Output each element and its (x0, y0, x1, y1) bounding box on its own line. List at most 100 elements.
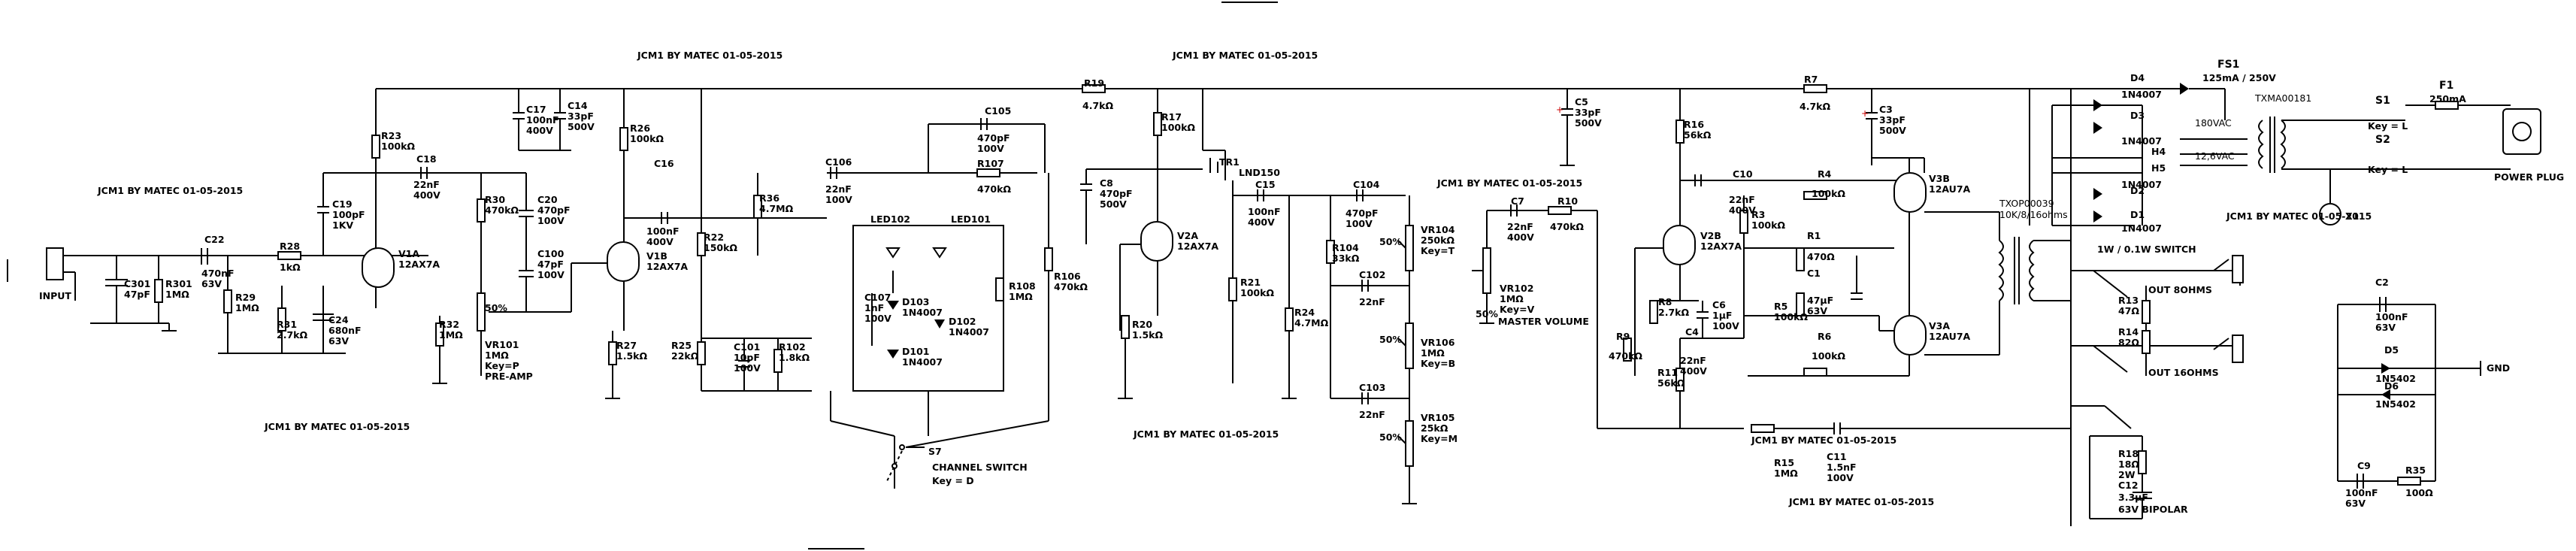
r36-name: R36 (759, 192, 779, 204)
c105-name: C105 (985, 105, 1011, 117)
c20-name: C20 (537, 194, 558, 205)
r301-value: 1MΩ (165, 289, 189, 300)
c18-value: 22nF (413, 179, 440, 190)
r3-name: R3 (1751, 209, 1765, 220)
v1b-name: V1B (646, 250, 667, 262)
r1-name: R1 (1807, 230, 1821, 241)
vr106-value: 1MΩ (1421, 347, 1445, 359)
vr104-key: Key=T (1421, 245, 1455, 256)
led101-label: LED101 (951, 213, 991, 225)
r18-value: 18Ω (2118, 459, 2139, 470)
d102-value: 1N4007 (949, 326, 989, 338)
r8-name: R8 (1658, 296, 1672, 307)
c101-value: 10pF (734, 352, 760, 363)
r28-value: 1kΩ (280, 262, 301, 273)
d102-name: D102 (949, 316, 976, 327)
c19-value: 100pF (332, 209, 365, 220)
svg-text:+: + (1861, 108, 1869, 119)
c14-name: C14 (568, 100, 588, 111)
r19-value: 4.7kΩ (1082, 100, 1113, 111)
r21-name: R21 (1240, 277, 1261, 288)
c105-value: 470pF (977, 132, 1010, 144)
d5-name: D5 (2384, 344, 2399, 356)
c9-value: 100nF (2345, 487, 2378, 498)
c22-voltage: 63V (201, 278, 222, 289)
s2-key: Key = L (2368, 164, 2408, 175)
c3-voltage: 500V (1879, 125, 1906, 136)
r24-name: R24 (1294, 307, 1315, 318)
c15-name: C15 (1255, 179, 1276, 190)
vr106-name: VR106 (1421, 337, 1455, 348)
stamp-6: JCM1 BY MATEC 01-05-2015 (1436, 177, 1582, 189)
c19-name: C19 (332, 198, 353, 210)
heater-circuit (2337, 297, 2481, 489)
out-16ohm-label: OUT 16OHMS (2148, 367, 2219, 378)
r13-name: R13 (2118, 295, 2139, 306)
c6-value: 1µF (1712, 310, 1732, 321)
gnd-label: GND (2487, 362, 2510, 374)
c100-value: 47pF (537, 259, 564, 270)
f1-value: 250mA (2429, 93, 2466, 104)
c16-name: C16 (654, 158, 674, 169)
r23-name: R23 (381, 130, 401, 141)
stamp-9: JCM1 BY MATEC 01-05-2015 (2226, 210, 2372, 222)
out-8ohm-label: OUT 8OHMS (2148, 284, 2212, 295)
output-section (2089, 255, 2244, 519)
channel-switch-area (827, 118, 1053, 489)
r6-value: 100kΩ (1812, 350, 1845, 362)
c103-value: 22nF (1359, 409, 1385, 420)
stamp-4: JCM1 BY MATEC 01-05-2015 (264, 421, 410, 432)
cap-c5: + (1556, 89, 1573, 158)
r8-value: 2.7kΩ (1658, 307, 1689, 318)
c9-voltage: 63V (2345, 498, 2366, 509)
r7-name: R7 (1804, 74, 1818, 85)
vr104-value: 250kΩ (1421, 235, 1454, 246)
vr106-pct: 50% (1379, 334, 1402, 345)
output-transformer (1998, 212, 2240, 407)
s7-label: S7 (928, 446, 942, 457)
r107-name: R107 (977, 158, 1004, 169)
r9-value: 470kΩ (1609, 350, 1642, 362)
v3b-name: V3B (1929, 173, 1950, 184)
c4-voltage: 400V (1680, 365, 1707, 377)
c301-value: 47pF (124, 289, 150, 300)
d101-name: D101 (902, 346, 929, 357)
d6-name: D6 (2384, 380, 2399, 392)
r19-name: R19 (1084, 77, 1104, 89)
stamp-5: JCM1 BY MATEC 01-05-2015 (1133, 428, 1279, 440)
c2-voltage: 63V (2375, 322, 2396, 333)
r31-value: 2.7kΩ (277, 329, 307, 341)
v2a-name: V2A (1177, 230, 1198, 241)
channel-switch-label: CHANNEL SWITCH (932, 462, 1028, 473)
c17-value: 100nF (526, 114, 559, 126)
d4-name: D4 (2130, 72, 2145, 83)
c17-name: C17 (526, 104, 546, 115)
c5-voltage: 500V (1575, 117, 1602, 129)
x1-label: X1 (2345, 210, 2359, 222)
tube-v1a (317, 89, 526, 308)
r16-name: R16 (1684, 119, 1704, 130)
stamp-3: JCM1 BY MATEC 01-05-2015 (97, 185, 243, 196)
preamp-vol (420, 167, 571, 376)
r31-name: R31 (277, 319, 297, 330)
c1-name: C1 (1807, 268, 1821, 279)
c107-value: 1nF (864, 302, 884, 313)
vr102-pct: 50% (1476, 308, 1498, 319)
r30-name: R30 (485, 194, 505, 205)
stamp-8: JCM1 BY MATEC 01-05-2015 (1788, 496, 1934, 507)
tr1-type: LND150 (1239, 167, 1280, 178)
r104-value: 33kΩ (1332, 253, 1360, 264)
c10-name: C10 (1733, 168, 1753, 180)
r25-name: R25 (671, 340, 692, 351)
c104-voltage: 100V (1346, 218, 1373, 229)
c4-value: 22nF (1680, 355, 1706, 366)
r27-value: 1.5kΩ (616, 350, 647, 362)
r18-power: 2W (2118, 469, 2136, 480)
r4-name: R4 (1818, 168, 1832, 180)
r108-name: R108 (1009, 280, 1036, 292)
c8-name: C8 (1100, 177, 1113, 189)
c24-value: 680nF (328, 325, 362, 336)
d4-value: 1N4007 (2121, 89, 2162, 100)
r25-value: 22kΩ (671, 350, 699, 362)
tube-v2b (1597, 89, 1744, 428)
